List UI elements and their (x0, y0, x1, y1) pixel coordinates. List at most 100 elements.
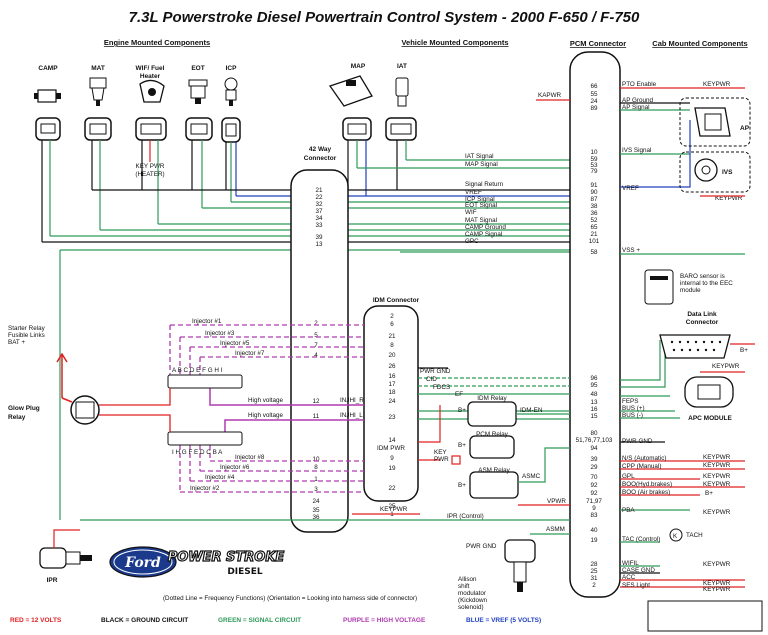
apc-module-label: APC MODULE (688, 415, 732, 422)
ap-sensor-icon: AP (679, 97, 751, 147)
label-eot: EOT (191, 65, 204, 72)
data-link-title-2: Connector (686, 319, 719, 326)
pcm-pin: 94 (590, 445, 598, 452)
baro-note-2: internal to the EEC (680, 280, 733, 287)
pcm-pin: 96 (590, 375, 598, 382)
pin-42: 3 (314, 486, 318, 493)
keypwr-label: KEYPWR (703, 81, 731, 88)
idm-fdcs: FDCS (433, 384, 450, 391)
pcm-label-vref: VREF (622, 185, 639, 192)
pin-42: 13 (315, 241, 323, 248)
legend-black: BLACK = GROUND CIRCUIT (101, 617, 188, 624)
pcm-pin: 10 (590, 149, 598, 156)
idm-pin: 21 (388, 333, 396, 340)
idm-connector: 2 6 21 8 20 26 16 17 18 24 23 14 9 19 22… (363, 305, 419, 518)
signal-label: VREF (465, 189, 482, 196)
relay-bplus: B+ (458, 407, 466, 414)
eot-sensor-icon (185, 79, 213, 141)
pcm-label-cpp: CPP (Manual) (622, 463, 661, 470)
legend-green: GREEN = SIGNAL CIRCUIT (218, 617, 301, 624)
idm-cid: CID (426, 376, 437, 383)
injector-connector-top: A B C D E F G H I (167, 367, 243, 389)
signal-label: CAMP Ground (465, 224, 506, 231)
high-voltage-label: High voltage (248, 397, 284, 404)
keypwr-label: KEYPWR (703, 580, 731, 587)
pcm-pin: 55 (590, 91, 598, 98)
asmm-label: ASMM (546, 526, 565, 533)
pcm-label-pto: PTO Enable (622, 81, 657, 88)
injector-labels: Injector #1 Injector #3 Injector #5 Inje… (190, 318, 265, 492)
pcm-label-pwr-gnd: PWR GND (622, 438, 653, 445)
pcm-label-bus-plus: BUS (+) (622, 405, 645, 412)
starter-relay-1: Starter Relay (8, 325, 46, 332)
injhi-l-label: INJHI_L (340, 412, 363, 419)
wif-heater-icon (135, 79, 167, 141)
label-icp: ICP (226, 65, 238, 72)
pcm-pin: 65 (590, 224, 598, 231)
injector-label: Injector #5 (220, 340, 250, 347)
pin-42: 1 (314, 476, 318, 483)
label-iat: IAT (397, 63, 407, 70)
allison-1: Allison (458, 576, 477, 583)
pcm-label-boo-hyd: BOO(Hyd.brakes) (622, 481, 672, 488)
pcm-label-ap-signal: AP Signal (622, 104, 650, 111)
pin-42: 35 (312, 507, 320, 514)
svg-text:DIESEL: DIESEL (227, 567, 263, 577)
ipr-control-label: IPR (Control) (447, 513, 484, 520)
allison-pwr-gnd: PWR GND (466, 543, 497, 550)
pin-42: 22 (315, 194, 323, 201)
tach-label: TACH (686, 532, 703, 539)
vpwr-label: VPWR (547, 498, 566, 505)
injhi-r-label: INJHI_R (340, 397, 364, 404)
injector-label: Injector #7 (235, 350, 265, 357)
pcm-pin: 13 (590, 399, 598, 406)
pin-42: 21 (315, 187, 323, 194)
tach-icon: K (669, 528, 683, 542)
connector-letters-top: A B C D E F G H I (172, 367, 223, 374)
pcm-relay-label: PCM Relay (476, 431, 509, 438)
pcm-label-feps: FEPS (622, 398, 638, 405)
key-pwr-2: PWR (434, 456, 449, 463)
signal-label: MAP Signal (465, 161, 498, 168)
keypwr-label: KEYPWR (703, 586, 731, 593)
footnote: (Dotted Line = Frequency Functions) (Ori… (163, 595, 417, 602)
pcm-label-case-gnd: CASE GND (622, 567, 655, 574)
idm-en-label: IDM-EN (520, 407, 543, 414)
camp-sensor-icon (34, 89, 61, 141)
asm-relay-label: ASM Relay (478, 467, 510, 474)
high-voltage-label: High voltage (248, 412, 284, 419)
keypwr-label: KEYPWR (703, 454, 731, 461)
injector-label: Injector #4 (205, 474, 235, 481)
pcm-label-tac: TAC (Control) (622, 536, 660, 543)
icp-sensor-icon (221, 77, 241, 143)
allison-3: modulator (458, 590, 486, 597)
data-link-bplus: B+ (740, 347, 748, 354)
keypwr-label: KEYPWR (703, 481, 731, 488)
pcm-pin: 70 (590, 474, 598, 481)
starter-relay-3: BAT + (8, 339, 25, 346)
signal-labels: IAT Signal MAP Signal Signal Return VREF… (465, 153, 506, 245)
keypwr-label: KEYPWR (703, 473, 731, 480)
injector-label: Injector #1 (192, 318, 222, 325)
allison-4: (Kickdown (458, 597, 488, 604)
pin-42: 4 (314, 352, 318, 359)
relay-bplus: B+ (458, 442, 466, 449)
pcm-pin: 95 (590, 382, 598, 389)
pcm-pin: 28 (590, 561, 598, 568)
key-pwr-heater-2: (HEATER) (135, 171, 164, 178)
pcm-pin: 36 (590, 210, 598, 217)
pcm-pin: 16 (590, 406, 598, 413)
pcm-pin: 79 (590, 168, 598, 175)
idm-pin: 17 (388, 381, 396, 388)
key-pwr-heater-1: KEY PWR (136, 163, 165, 170)
pcm-label-ses: SES Light (622, 582, 650, 589)
ivs-sensor-icon: IVS KEYPWR (679, 151, 751, 202)
pcm-pin: 89 (590, 105, 598, 112)
pcm-connector: 66 55 24 89 10 59 53 79 91 90 87 38 36 5… (569, 51, 621, 598)
injector-label: Injector #8 (235, 454, 265, 461)
pcm-pin: 53 (590, 162, 598, 169)
pin-42: 34 (315, 215, 323, 222)
glow-plug-2: Relay (8, 414, 26, 421)
idm-pin: 26 (388, 363, 396, 370)
